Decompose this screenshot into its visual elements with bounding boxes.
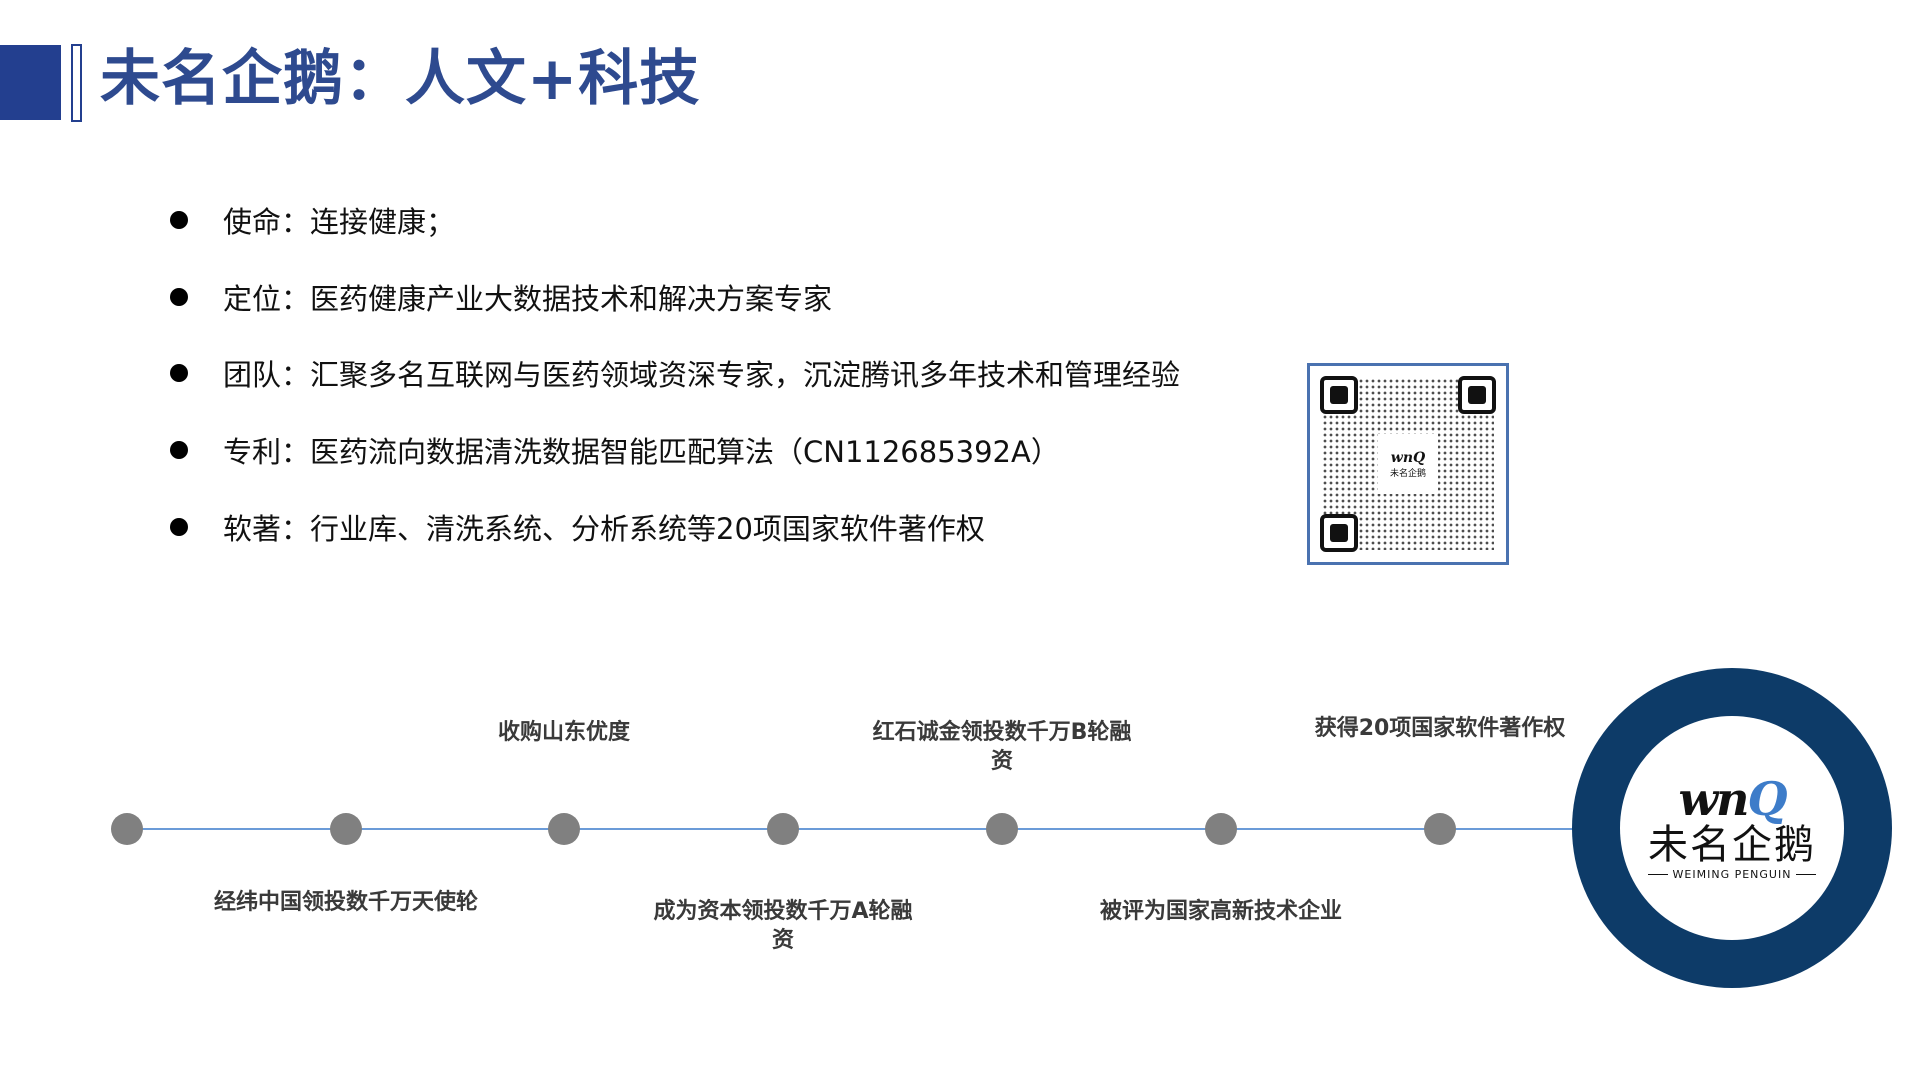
qr-finder-icon [1458, 376, 1496, 414]
milestone-label: 红石诚金领投数千万B轮融资 [872, 720, 1132, 774]
bullet-item-software: 软著：行业库、清洗系统、分析系统等20项国家软件著作权 [170, 507, 985, 547]
qr-code[interactable]: wnQ 未名企鹅 [1307, 363, 1509, 565]
qr-center-logo: wnQ 未名企鹅 [1378, 434, 1438, 494]
bullet-dot-icon [170, 518, 188, 536]
timeline-node [986, 813, 1018, 845]
bullet-text: 团队：汇聚多名互联网与医药领域资深专家，沉淀腾讯多年技术和管理经验 [223, 358, 1181, 392]
milestone-label: 被评为国家高新技术企业 [1099, 899, 1342, 924]
logo-name-cn: 未名企鹅 [1648, 821, 1816, 868]
bullet-item-positioning: 定位：医药健康产业大数据技术和解决方案专家 [170, 277, 832, 317]
bullet-text: 专利：医药流向数据清洗数据智能匹配算法（CN112685392A） [223, 435, 1060, 469]
qr-logo-text: 未名企鹅 [1389, 468, 1426, 479]
bullet-dot-icon [170, 364, 188, 382]
qr-finder-icon [1320, 376, 1358, 414]
bullet-dot-icon [170, 441, 188, 459]
bullet-dot-icon [170, 211, 188, 229]
timeline-node [767, 813, 799, 845]
milestone-label: 成为资本领投数千万A轮融资 [653, 899, 913, 953]
timeline-node [548, 813, 580, 845]
company-logo: wnQ 未名企鹅 WEIMING PENGUIN [1620, 716, 1844, 940]
bullet-text: 定位：医药健康产业大数据技术和解决方案专家 [223, 282, 833, 316]
bullet-item-mission: 使命：连接健康； [170, 200, 455, 240]
timeline-node [1205, 813, 1237, 845]
bullet-item-team: 团队：汇聚多名互联网与医药领域资深专家，沉淀腾讯多年技术和管理经验 [170, 353, 1180, 393]
bullet-text: 使命：连接健康； [223, 205, 456, 239]
milestone-label: 收购山东优度 [497, 720, 630, 745]
bullet-dot-icon [170, 288, 188, 306]
page-title: 未名企鹅：人文+科技 [100, 44, 701, 114]
qr-finder-icon [1320, 514, 1358, 552]
bullet-item-patent: 专利：医药流向数据清洗数据智能匹配算法（CN112685392A） [170, 430, 1060, 470]
timeline-line [127, 828, 1587, 830]
qr-logo-mark: wnQ [1390, 449, 1426, 466]
logo-name-en: WEIMING PENGUIN [1647, 868, 1817, 881]
timeline-node [330, 813, 362, 845]
milestone-label: 获得20项国家软件著作权 [1314, 716, 1566, 741]
title-accent-bar [71, 44, 82, 122]
timeline-node [1424, 813, 1456, 845]
bullet-text: 软著：行业库、清洗系统、分析系统等20项国家软件著作权 [223, 512, 985, 546]
timeline-node [111, 813, 143, 845]
logo-mark-icon: wnQ [1678, 771, 1787, 826]
milestone-label: 经纬中国领投数千万天使轮 [213, 890, 478, 915]
title-accent-block [0, 45, 61, 120]
